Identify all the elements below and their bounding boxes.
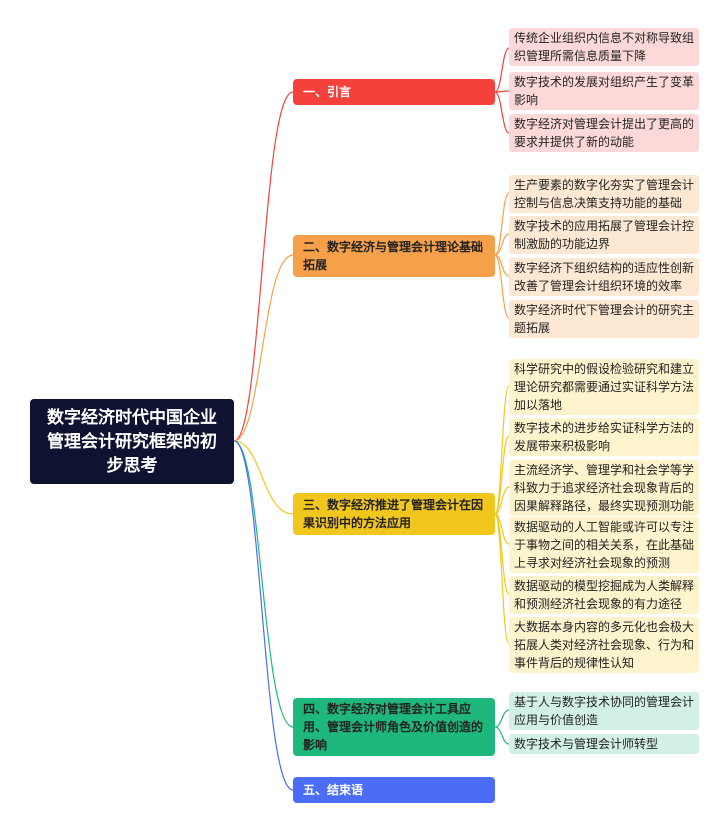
leaf-item[interactable]: 数字技术与管理会计师转型 [509,734,699,754]
leaf-item[interactable]: 数字技术的应用拓展了管理会计控制激励的功能边界 [509,216,699,254]
leaf-item[interactable]: 数字技术的进步给实证科学方法的发展带来积极影响 [509,418,699,456]
leaf-item[interactable]: 传统企业组织内信息不对称导致组织管理所需信息质量下降 [509,28,699,66]
leaf-item[interactable]: 数字经济对管理会计提出了更高的要求并提供了新的动能 [509,114,699,152]
leaf-item[interactable]: 数字经济时代下管理会计的研究主题拓展 [509,300,699,338]
connector-root-branch-4 [233,440,294,728]
leaf-item[interactable]: 数字技术的发展对组织产生了变革影响 [509,72,699,110]
connector-root-branch-1 [233,91,294,442]
leaf-item[interactable]: 数字经济下组织结构的适应性创新改善了管理会计组织环境的效率 [509,258,699,296]
connector-root-branch-5 [233,440,294,791]
leaf-item[interactable]: 基于人与数字技术协同的管理会计应用与价值创造 [509,692,699,730]
branch-introduction[interactable]: 一、引言 [293,79,495,105]
connector-root-branch-3 [233,440,294,515]
branch-causal-methods[interactable]: 三、数字经济推进了管理会计在因果识别中的方法应用 [293,493,495,535]
connector-root-branch-2 [233,254,294,442]
leaf-item[interactable]: 大数据本身内容的多元化也会极大拓展人类对经济社会现象、行为和事件背后的规律性认知 [509,617,699,673]
leaf-item[interactable]: 生产要素的数字化夯实了管理会计控制与信息决策支持功能的基础 [509,175,699,213]
branch-theory-foundation[interactable]: 二、数字经济与管理会计理论基础拓展 [293,235,495,277]
root-topic[interactable]: 数字经济时代中国企业管理会计研究框架的初步思考 [30,399,234,484]
leaf-item[interactable]: 数据驱动的人工智能或许可以专注于事物之间的相关关系，在此基础上寻求对经济社会现象… [509,517,699,573]
branch-conclusion[interactable]: 五、结束语 [293,777,495,803]
branch-tools-roles[interactable]: 四、数字经济对管理会计工具应用、管理会计师角色及价值创造的影响 [293,698,495,756]
leaf-item[interactable]: 数据驱动的模型挖掘成为人类解释和预测经济社会现象的有力途径 [509,576,699,614]
leaf-item[interactable]: 科学研究中的假设检验研究和建立理论研究都需要通过实证科学方法加以落地 [509,359,699,415]
leaf-item[interactable]: 主流经济学、管理学和社会学等学科致力于追求经济社会现象背后的因果解释路径，最终实… [509,460,699,516]
